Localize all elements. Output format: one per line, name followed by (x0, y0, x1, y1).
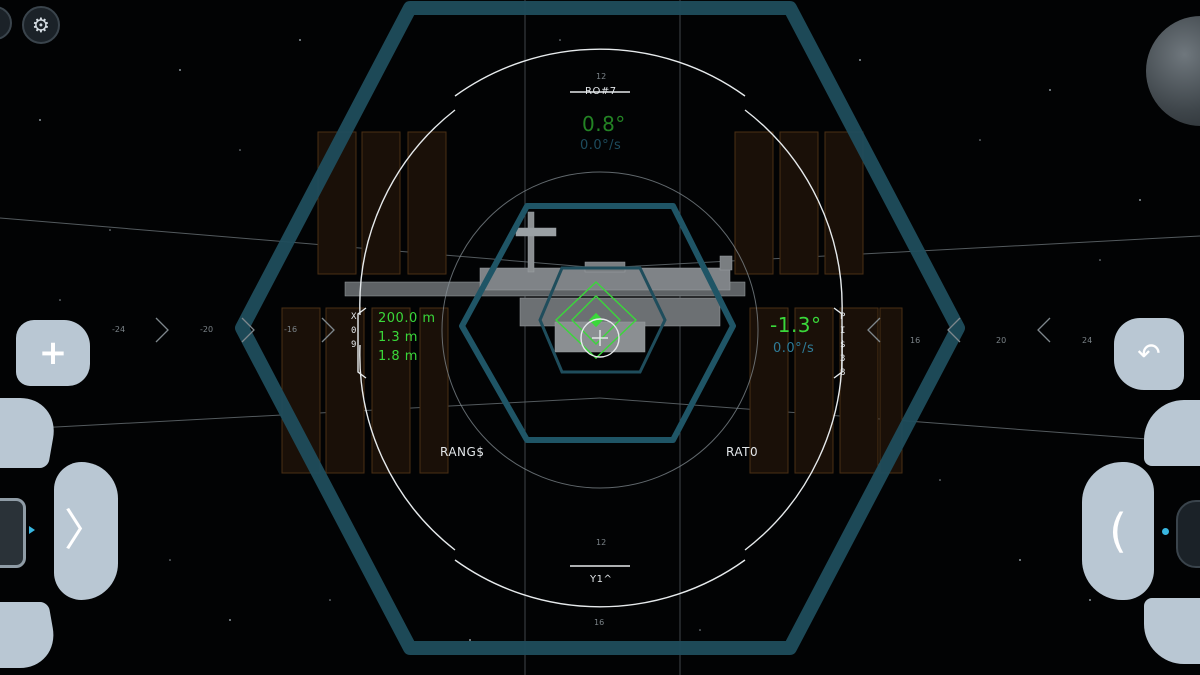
x-label-char: 9 (351, 340, 357, 350)
left-scale-chevrons (155, 317, 335, 343)
scale-tick: 20 (996, 336, 1007, 345)
starfield (39, 39, 1141, 641)
target-diamond (554, 281, 638, 359)
rotate-button[interactable]: ↶ (1114, 318, 1184, 390)
pitch-vertical-label: P I $ 3 8 (840, 310, 845, 380)
plus-icon: + (38, 333, 68, 373)
range-value: 200.0 m (378, 311, 436, 326)
roll-label: RO#7 (585, 86, 617, 97)
space-station (344, 211, 746, 353)
scale-tick: 24 (1082, 336, 1093, 345)
reticle (359, 48, 843, 608)
yaw-label: Y1^ (590, 574, 613, 585)
scale-tick: -16 (284, 325, 298, 334)
rotation-center-button[interactable] (1176, 500, 1200, 568)
inner-range-ring (441, 171, 759, 489)
scale-tick: 12 (596, 72, 607, 81)
range-label: RANG$ (440, 445, 485, 459)
crosshair (580, 318, 620, 358)
offset-y-value: 1.3 m (378, 330, 418, 345)
pitch-rate: 0.0°/s (773, 341, 815, 356)
pitch-label-char: P (840, 312, 846, 322)
x-label-char: 0 (351, 326, 357, 336)
scale-tick: -24 (112, 325, 126, 334)
x-label-char: X (351, 312, 357, 322)
scale-tick: 12 (596, 538, 607, 547)
chevron-right-icon: 〉 (64, 505, 108, 556)
pitch-label-char: I (840, 326, 846, 336)
vertical-guides (524, 0, 681, 675)
translate-plus-button[interactable]: + (16, 320, 90, 386)
scale-tick: -20 (200, 325, 214, 334)
pitch-label-char: 8 (840, 368, 846, 378)
solar-arrays-right (734, 131, 903, 474)
right-indicator-dot (1162, 528, 1169, 535)
x-vertical-label: X 0 9 (351, 310, 356, 352)
settings-button[interactable]: ⚙ (22, 6, 60, 44)
pitch-label-char: 3 (840, 354, 846, 364)
left-indicator-dot (29, 526, 35, 534)
rate-label: RAT0 (726, 445, 759, 459)
gear-icon: ⚙ (32, 13, 50, 37)
yaw-left-button[interactable]: ( (1082, 462, 1154, 600)
center-hex-frame (538, 266, 667, 374)
roll-rate: 0.0°/s (580, 138, 622, 153)
inner-hex-frame (459, 203, 736, 443)
pitch-value: -1.3° (770, 313, 822, 337)
right-scale-chevrons (867, 317, 1051, 343)
roll-value: 0.8° (582, 112, 626, 136)
translate-left-button[interactable] (0, 498, 26, 568)
scale-tick: 16 (594, 618, 605, 627)
scale-tick: 16 (910, 336, 921, 345)
side-brackets (357, 307, 843, 379)
rotate-arrow-icon: ↶ (1137, 337, 1161, 370)
arc-left-icon: ( (1109, 504, 1127, 558)
solar-arrays-left (281, 131, 449, 474)
offset-z-value: 1.8 m (378, 349, 418, 364)
translate-right-button[interactable]: 〉 (54, 462, 118, 600)
pitch-label-char: $ (840, 340, 846, 350)
outer-hex-frame (235, 1, 965, 655)
